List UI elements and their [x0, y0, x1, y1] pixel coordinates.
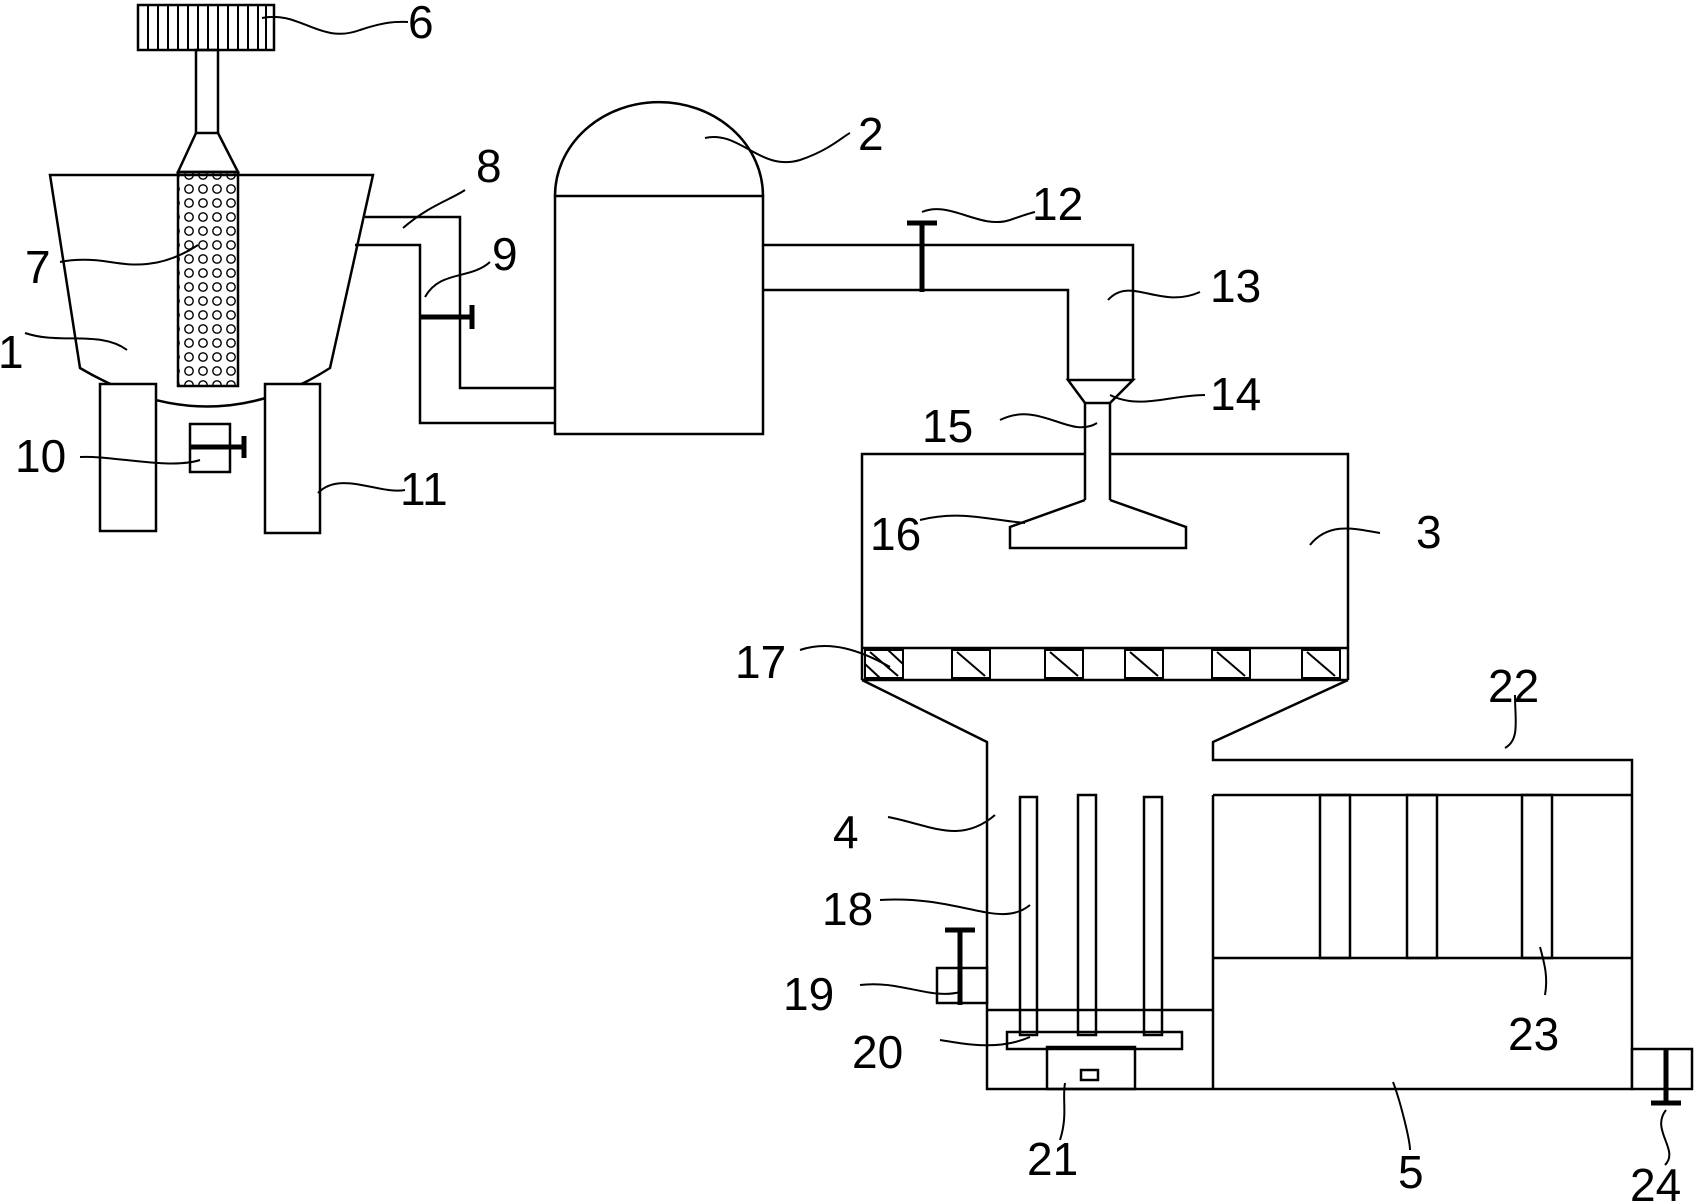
label-10: 10	[15, 430, 66, 482]
label-9: 9	[492, 228, 518, 280]
label-2: 2	[858, 108, 884, 160]
label-1: 1	[0, 326, 24, 378]
label-13: 13	[1210, 260, 1261, 312]
plates-23	[1318, 793, 1554, 960]
leader-lines	[24, 15, 1671, 1166]
base-plate-20	[1005, 1030, 1184, 1051]
outlet-valve-24	[1630, 1047, 1694, 1091]
label-19: 19	[783, 968, 834, 1020]
filter-hatch-17	[864, 649, 1341, 679]
mixing-tank	[48, 3, 375, 535]
label-17: 17	[735, 636, 786, 688]
label-12: 12	[1032, 178, 1083, 230]
label-8: 8	[476, 140, 502, 192]
label-4: 4	[833, 806, 859, 858]
label-20: 20	[852, 1026, 903, 1078]
label-22: 22	[1488, 660, 1539, 712]
pipe-8	[355, 215, 555, 425]
pipe-12-13	[763, 220, 1188, 550]
stirrer-shaft	[194, 48, 220, 135]
perforated-basket-7	[176, 170, 240, 388]
label-18: 18	[822, 883, 873, 935]
label-24: 24	[1630, 1159, 1681, 1201]
stirrer-neck	[176, 132, 241, 174]
label-3: 3	[1416, 506, 1442, 558]
leg-11	[263, 382, 322, 535]
label-15: 15	[922, 400, 973, 452]
tank-body	[48, 173, 375, 408]
vessel-2	[553, 100, 765, 436]
label-6: 6	[408, 0, 434, 48]
tubes-18	[1018, 793, 1164, 1037]
spray-head-16	[1008, 498, 1188, 550]
label-7: 7	[25, 241, 51, 293]
label-23: 23	[1508, 1008, 1559, 1060]
label-14: 14	[1210, 368, 1261, 420]
label-5: 5	[1398, 1146, 1424, 1198]
pump-21	[1045, 1045, 1137, 1091]
motor-ribs	[147, 5, 267, 50]
label-16: 16	[870, 508, 921, 560]
column-4-and-tank-5	[861, 678, 1694, 1106]
label-21: 21	[1027, 1133, 1078, 1185]
label-11: 11	[400, 463, 448, 515]
chamber-3	[860, 452, 1350, 682]
